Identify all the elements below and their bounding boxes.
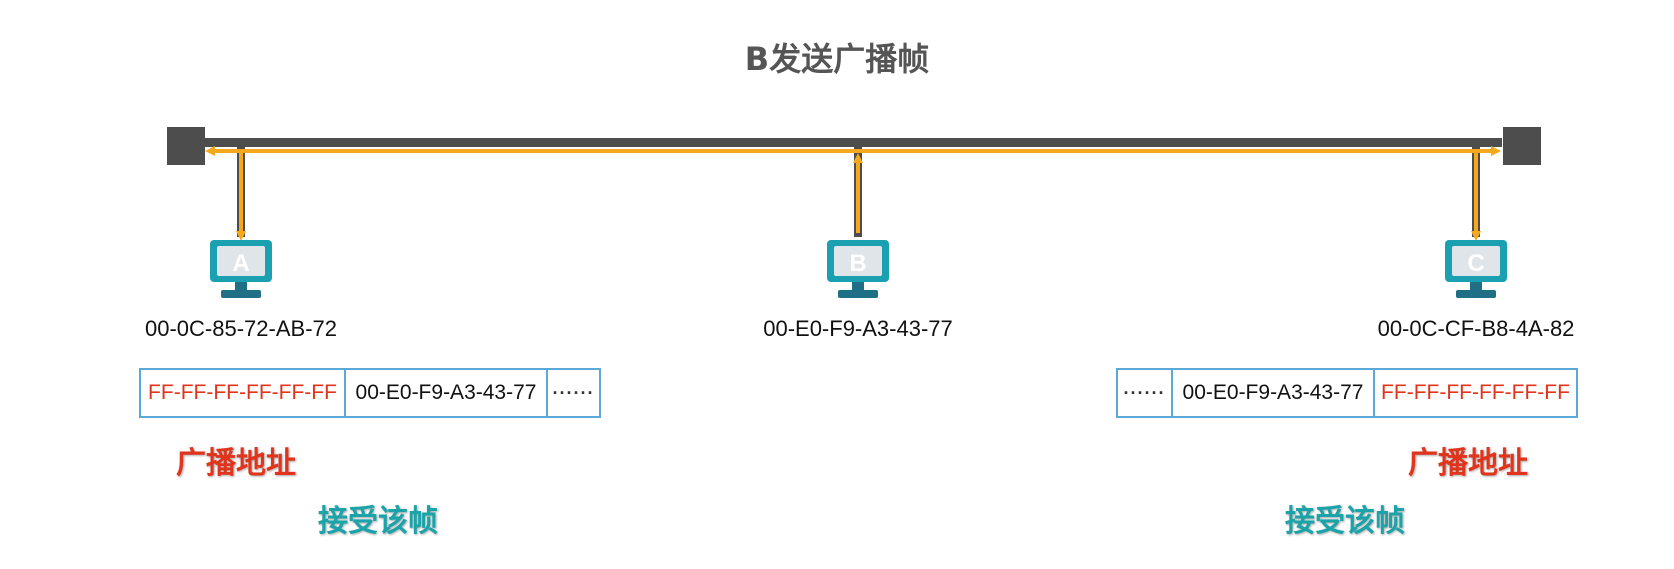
diagram-title: B发送广播帧 xyxy=(744,40,930,78)
computer-icon: A xyxy=(210,240,272,298)
frame-more: ······ xyxy=(1123,382,1166,403)
host-c-letter: C xyxy=(1467,250,1484,277)
host-b: B xyxy=(826,238,890,302)
host-c: C xyxy=(1444,238,1508,302)
frame-dest-address: FF-FF-FF-FF-FF-FF xyxy=(1373,370,1576,416)
frame-right: ······ 00-E0-F9-A3-43-77 FF-FF-FF-FF-FF-… xyxy=(1116,368,1578,418)
accept-frame-label-left: 接受该帧 xyxy=(318,504,438,539)
frame-src-address: 00-E0-F9-A3-43-77 xyxy=(1171,370,1373,416)
computer-icon: B xyxy=(827,240,889,298)
host-b-letter: B xyxy=(849,250,866,277)
host-c-mac: 00-0C-CF-B8-4A-82 xyxy=(1377,316,1575,341)
broadcast-address-label-right: 广播地址 xyxy=(1408,446,1528,481)
bus-cable xyxy=(190,138,1502,147)
frame-more: ······ xyxy=(546,370,599,416)
terminator-right xyxy=(1503,127,1541,165)
terminator-left xyxy=(167,127,205,165)
frame-left: FF-FF-FF-FF-FF-FF 00-E0-F9-A3-43-77 ····… xyxy=(139,368,601,418)
host-a: A xyxy=(209,238,273,302)
host-b-mac: 00-E0-F9-A3-43-77 xyxy=(763,316,953,341)
computer-icon: C xyxy=(1445,240,1507,298)
host-a-mac: 00-0C-85-72-AB-72 xyxy=(145,316,337,341)
frame-dest-address: FF-FF-FF-FF-FF-FF xyxy=(148,381,337,404)
broadcast-address-label-left: 广播地址 xyxy=(176,446,296,481)
frame-src-address: 00-E0-F9-A3-43-77 xyxy=(344,370,546,416)
host-a-letter: A xyxy=(232,250,249,277)
accept-frame-label-right: 接受该帧 xyxy=(1285,504,1405,539)
